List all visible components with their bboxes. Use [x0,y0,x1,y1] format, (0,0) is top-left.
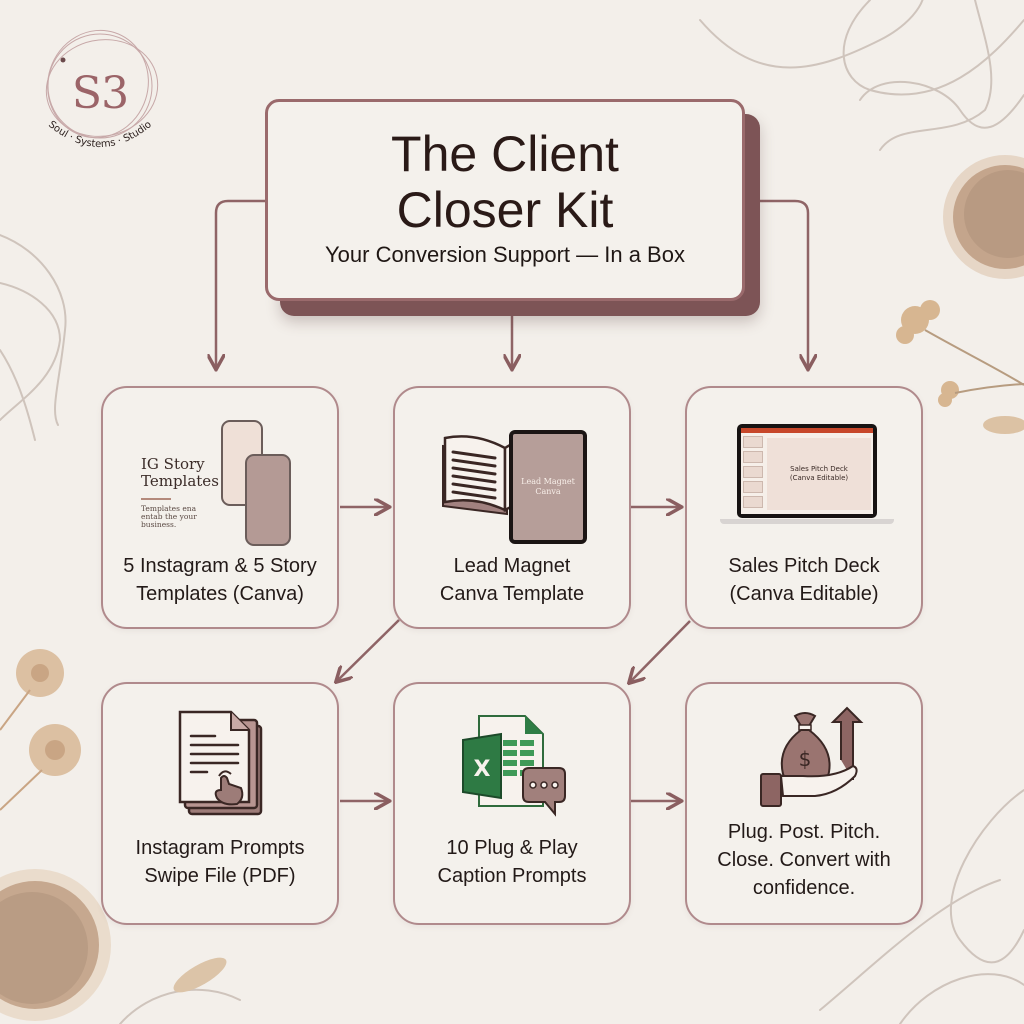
arrow-header-to-card-3 [760,199,808,368]
phone-mockup-icon [245,454,291,546]
brand-mark: S3 [71,68,129,119]
card-caption-prompts: X 10 Plug & Play Caption Prompts [393,682,631,925]
book-tablet-icon: Lead Magnet Canva [395,402,629,544]
arrow-header-to-card-1 [216,199,265,368]
card-label: 5 Instagram & 5 Story Templates (Canva) [123,555,317,605]
ig-preview-text: IG Story Templates Templates ena entab t… [141,455,219,529]
arrow-card-3-to-card-5 [630,620,691,682]
card-convert-with-confidence: $ Plug. Post. Pitch. Close. Convert with… [685,682,923,925]
card-instagram-prompts-swipe-file: Instagram Prompts Swipe File (PDF) [101,682,339,925]
page-title: The Client Closer Kit [391,126,619,238]
card-label: Instagram Prompts Swipe File (PDF) [135,837,305,887]
card-lead-magnet: Lead Magnet Canva Lead Magnet Canva Temp… [393,386,631,629]
logo-ring-icon: Soul · Systems · Studio [45,29,159,150]
card-instagram-story-templates: IG Story Templates Templates ena entab t… [101,386,339,629]
arrow-card-2-to-card-4 [337,619,400,681]
money-hand-growth-icon: $ [687,698,921,838]
dollar-sign: $ [799,747,812,771]
spreadsheet-chat-icon: X [395,698,629,838]
document-tap-icon [103,698,337,838]
card-label: Plug. Post. Pitch. Close. Convert with c… [717,821,891,899]
tablet-mockup-icon: Lead Magnet Canva [509,430,587,544]
page-subtitle: Your Conversion Support — In a Box [325,242,685,267]
card-label: Sales Pitch Deck (Canva Editable) [728,555,880,605]
title-box: The Client Closer Kit Your Conversion Su… [265,99,745,301]
laptop-slides-icon: Sales Pitch Deck (Canva Editable) [687,402,921,542]
card-sales-pitch-deck: Sales Pitch Deck (Canva Editable) Sales … [685,386,923,629]
laptop-icon: Sales Pitch Deck (Canva Editable) [737,424,877,518]
card-label: Lead Magnet Canva Template [439,555,585,605]
card-label: 10 Plug & Play Caption Prompts [437,837,587,887]
brand-logo: Soul · Systems · Studio S3 [30,24,170,164]
excel-letter: X [474,757,491,782]
phone-templates-icon: IG Story Templates Templates ena entab t… [103,402,337,546]
